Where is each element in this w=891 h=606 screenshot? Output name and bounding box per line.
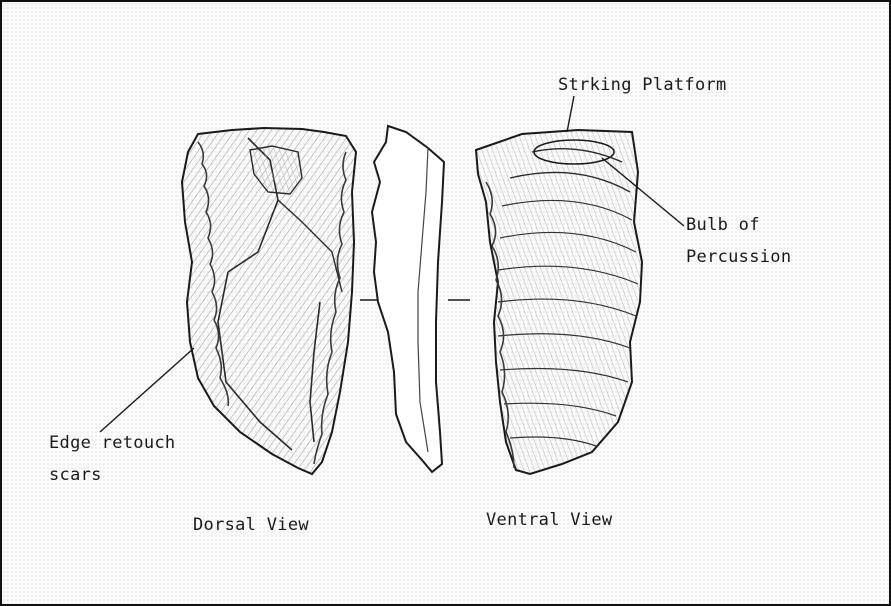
- dorsal-view-caption: Dorsal View: [193, 514, 309, 536]
- ventral-view-flake: [476, 130, 642, 474]
- dorsal-view-flake: [182, 128, 356, 474]
- side-profile-flake: [372, 126, 444, 472]
- ventral-view-caption: Ventral View: [486, 509, 612, 531]
- bulb-of-percussion-label-line2: Percussion: [686, 246, 791, 268]
- edge-retouch-label-line2: scars: [49, 464, 102, 486]
- platform-leader-line: [567, 96, 574, 132]
- edge-leader-line: [100, 348, 194, 432]
- bulb-of-percussion-label-line1: Bulb of: [686, 214, 760, 236]
- striking-platform-label: Strking Platform: [558, 74, 727, 96]
- edge-retouch-label-line1: Edge retouch: [49, 432, 175, 454]
